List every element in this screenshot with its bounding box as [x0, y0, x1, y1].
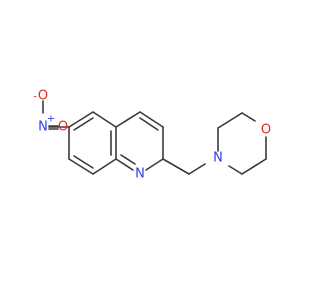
atom-quinoline-n: N: [135, 167, 145, 182]
bond-ring-b5: [115, 158, 134, 171]
bond-ring-b-inner-2: [120, 154, 136, 165]
bond-ch2-to-morph-n: [188, 163, 206, 175]
bond-morph-3: [241, 112, 256, 122]
atom-nitro-n: N: [38, 120, 48, 135]
bond-morph-5: [241, 158, 267, 175]
atom-label-group: O - N + O N N O: [33, 89, 271, 182]
bond-ring-a1: [68, 111, 94, 128]
bond-ring-a-inner-1: [73, 117, 94, 131]
bond-ring-b1: [115, 111, 141, 128]
bond-ring-a-inner-3: [73, 155, 94, 169]
atom-nitro-o-double: O: [58, 120, 68, 135]
charge-plus: +: [47, 114, 55, 125]
bond-ring-a5: [68, 158, 94, 175]
bond-morph-6: [228, 165, 243, 175]
bond-ring-a2: [92, 111, 117, 128]
atom-morpholine-n: N: [213, 151, 223, 166]
molecule-diagram: O - N + O N N O: [33, 89, 271, 182]
bond-c2-to-ch2: [162, 158, 190, 175]
atom-morpholine-o: O: [261, 123, 271, 138]
bond-ring-a4: [92, 158, 117, 175]
bond-ring-b4: [145, 158, 164, 171]
charge-minus: -: [33, 92, 37, 103]
bond-group: [42, 100, 267, 175]
bond-ring-b-inner-1: [139, 117, 159, 131]
atom-nitro-o-minus: O: [38, 89, 48, 104]
bond-morph-2: [217, 112, 243, 129]
bond-ring-b2: [139, 111, 164, 128]
